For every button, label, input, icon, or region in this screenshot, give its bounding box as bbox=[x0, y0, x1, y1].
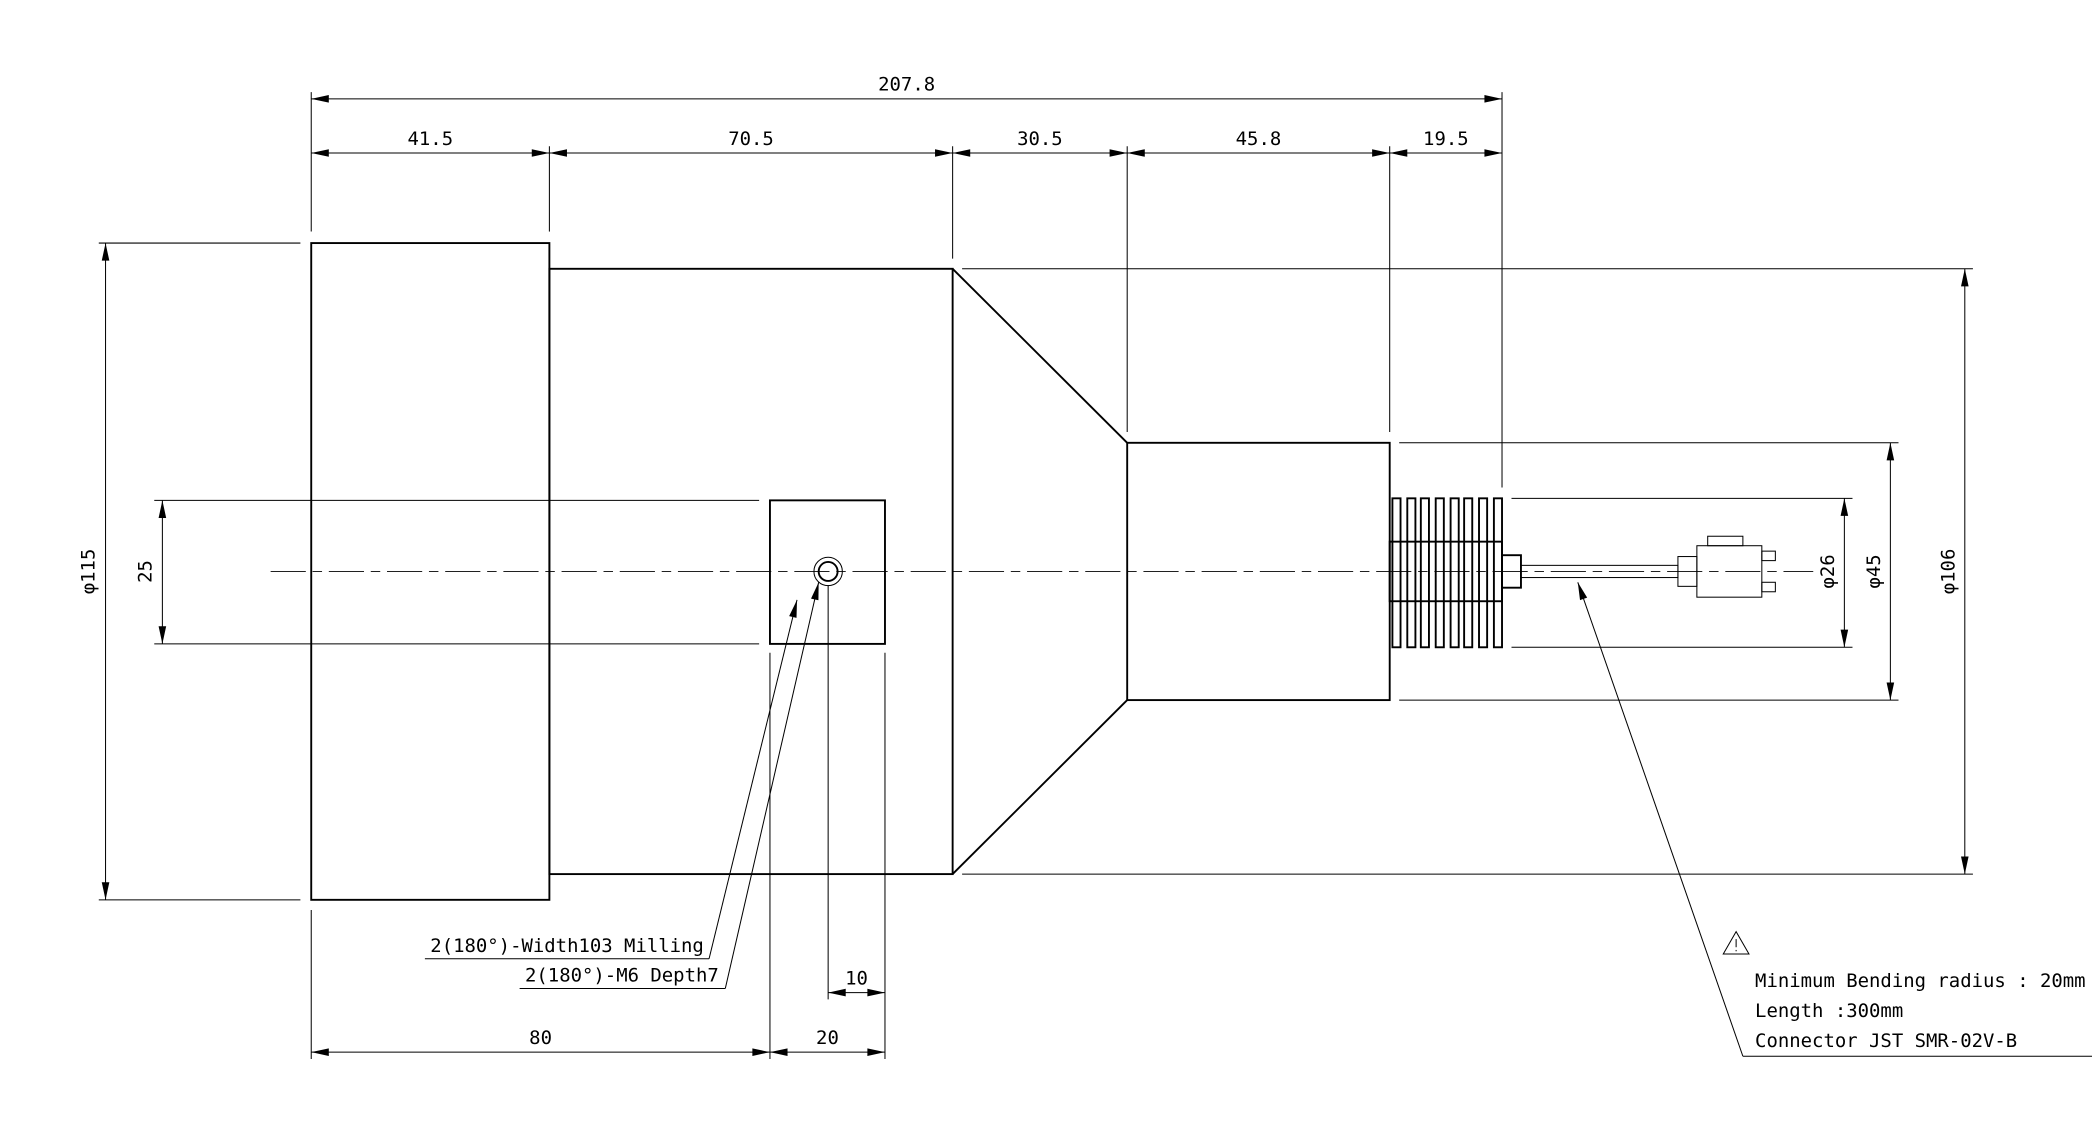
note-cable-length: Length :300mm bbox=[1755, 1000, 1903, 1022]
fin bbox=[1478, 497, 1489, 649]
milled-flat-feature bbox=[769, 499, 886, 645]
note-bending-radius: Minimum Bending radius : 20mm bbox=[1755, 970, 2086, 992]
connector-latch bbox=[1707, 535, 1744, 547]
dim-flat-pos: 80 bbox=[529, 1027, 552, 1049]
dim-body-diameter: φ106 bbox=[1938, 549, 1960, 595]
top-dimensions: 207.8 41.5 70.5 30.5 45.8 19.5 bbox=[310, 74, 1503, 488]
dim-flange-diameter: φ115 bbox=[78, 549, 100, 595]
fin bbox=[1434, 497, 1445, 649]
dim-flat-height: 25 bbox=[135, 560, 157, 583]
right-dimensions: φ26 φ45 φ106 bbox=[962, 268, 1973, 875]
left-dimensions: φ115 25 bbox=[78, 242, 760, 901]
warning-triangle-icon bbox=[1722, 930, 1750, 955]
dim-rear-diameter: φ45 bbox=[1863, 554, 1885, 588]
fin bbox=[1449, 497, 1460, 649]
note-connector: Connector JST SMR-02V-B bbox=[1755, 1030, 2017, 1052]
leader-line-cable bbox=[1577, 582, 1744, 1057]
fin bbox=[1391, 497, 1402, 649]
fin bbox=[1492, 497, 1503, 649]
cable-notes: Minimum Bending radius : 20mm Length :30… bbox=[1577, 582, 2092, 1057]
tap-hole-circle bbox=[817, 561, 839, 582]
body-section bbox=[548, 267, 954, 876]
dim-hole-offset: 10 bbox=[845, 967, 868, 989]
leader-line-tap bbox=[724, 582, 820, 989]
dim-overall-length: 207.8 bbox=[878, 74, 935, 96]
dim-boot-diameter: φ26 bbox=[1817, 554, 1839, 588]
dim-seg2: 70.5 bbox=[728, 128, 774, 150]
taper-bottom-edge bbox=[951, 699, 1128, 875]
milled-flat-face bbox=[769, 499, 886, 645]
fin bbox=[1406, 497, 1417, 649]
leader-line-milling bbox=[708, 599, 798, 959]
part-outline bbox=[310, 242, 1776, 901]
connector-pin-bottom bbox=[1761, 581, 1776, 593]
machining-annotations: 2(180°)-Width103 Milling 2(180°)-M6 Dept… bbox=[424, 582, 820, 990]
fin bbox=[1463, 497, 1474, 649]
fin bbox=[1419, 497, 1430, 649]
tap-annotation: 2(180°)-M6 Depth7 bbox=[525, 965, 719, 987]
dim-seg4: 45.8 bbox=[1236, 128, 1282, 150]
dim-seg5: 19.5 bbox=[1423, 128, 1469, 150]
dim-flat-width: 20 bbox=[816, 1027, 839, 1049]
milling-annotation: 2(180°)-Width103 Milling bbox=[430, 935, 704, 957]
dim-seg3: 30.5 bbox=[1017, 128, 1063, 150]
dim-seg1: 41.5 bbox=[408, 128, 454, 150]
taper-top-edge bbox=[951, 268, 1128, 444]
connector-pin-top bbox=[1761, 550, 1776, 562]
bottom-dimensions: 80 20 10 bbox=[310, 584, 886, 1059]
